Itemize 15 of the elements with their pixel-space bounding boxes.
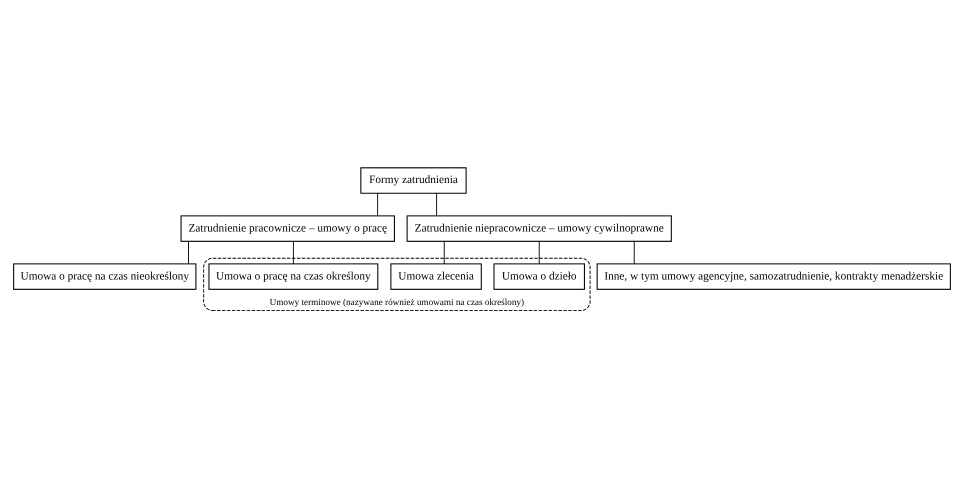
node-box: Umowa o pracę na czas nieokreślony [13, 262, 196, 290]
node-box: Formy zatrudnienia [360, 166, 467, 194]
connector [436, 192, 438, 216]
connector [444, 240, 445, 264]
connector [188, 240, 189, 264]
connector [538, 240, 540, 264]
connector [634, 240, 635, 264]
node-box: Zatrudnienie niepracownicze – umowy cywilnoprawne [406, 214, 672, 242]
node-box: Inne, w tym umowy agencyjne, samozatrudnienie, kontrakty menadżerskie [596, 262, 951, 290]
connector [377, 192, 378, 216]
node-box: Zatrudnienie pracownicze – umowy o pracę [180, 214, 395, 242]
node-box: Umowa o pracę na czas określony [208, 262, 378, 290]
node-box: Umowa zlecenia [390, 262, 482, 290]
connector [292, 240, 294, 264]
node-box: Umowa o dzieło [493, 262, 585, 290]
